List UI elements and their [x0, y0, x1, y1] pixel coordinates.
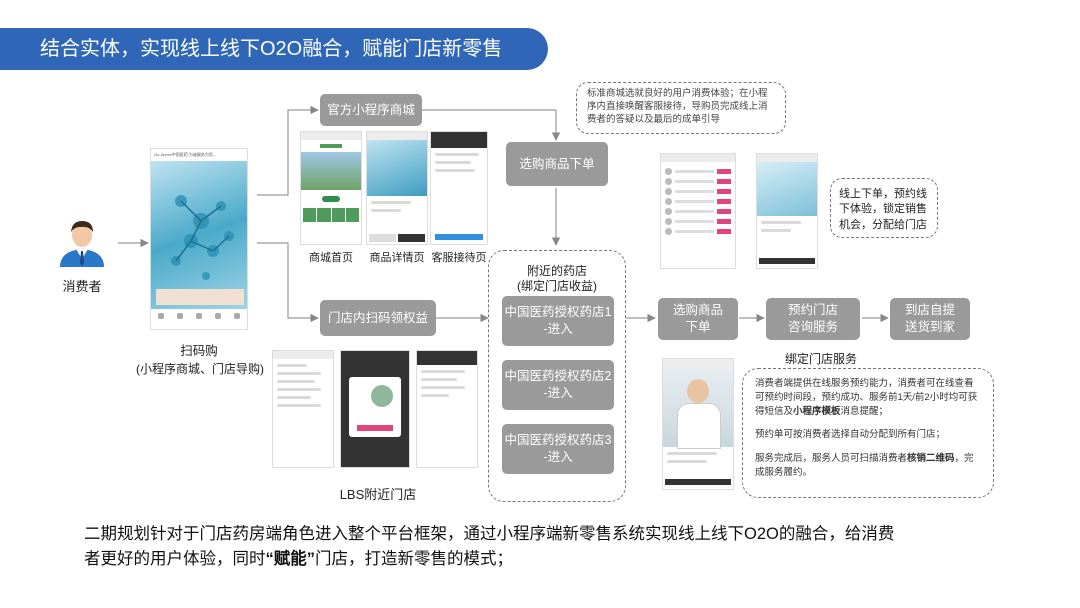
pickup-delivery-box: 到店自提 送货到家	[890, 298, 970, 340]
top-note: 标准商城选就良好的用户消费体验；在小程序内直接唤醒客服接待，导购员完成线上消费者…	[576, 82, 786, 134]
lbs-phone-3	[416, 350, 478, 468]
book-store-line2: 咨询服务	[787, 320, 838, 334]
header-banner: 结合实体，实现线上线下O2O融合，赋能门店新零售	[0, 28, 548, 70]
right-note: 线上下单，预约线下体验，锁定销售机会，分配给门店	[830, 178, 938, 238]
store-2-enter: -进入	[543, 386, 573, 400]
pickup-line2: 送货到家	[904, 320, 955, 334]
store-2-name: 中国医药授权药店2	[504, 369, 612, 384]
select-order-box-top: 选购商品下单	[506, 142, 608, 186]
pickup-line1: 到店自提	[904, 303, 955, 318]
scan-phone-banner-image	[151, 161, 247, 309]
summary-line2: 者更好的用户体验，同时“赋能”门店，打造新零售的模式；	[84, 550, 513, 568]
lbs-phone-2	[340, 350, 410, 468]
pharmacist-phone	[662, 358, 734, 490]
mall-home-caption: 商城首页	[309, 252, 353, 264]
booking-detail-phone	[756, 153, 818, 269]
select-order-line1: 选购商品	[672, 303, 723, 318]
mini-program-mall-box: 官方小程序商城	[320, 94, 422, 126]
book-store-box: 预约门店 咨询服务	[766, 298, 860, 340]
store-2-button[interactable]: 中国医药授权药店2 -进入	[502, 360, 614, 410]
customer-service-phone	[430, 131, 488, 245]
select-order-line2: 下单	[685, 320, 711, 334]
scan-phone-topbar: Go.Jinnxx中国医药 为诚服务为您...	[154, 152, 217, 157]
product-detail-phone	[366, 131, 428, 245]
consumer-label: 消费者	[62, 279, 102, 294]
mall-home-phone	[300, 131, 362, 245]
summary-line1: 二期规划针对于门店药房端角色进入整个平台框架，通过小程序端新零售系统实现线上线下…	[84, 525, 895, 543]
scan-phone-mockup: Go.Jinnxx中国医药 为诚服务为您...	[150, 148, 248, 330]
nearby-title: 附近的药店	[526, 264, 587, 278]
scan-phone-title: 扫码购	[180, 344, 218, 358]
service-note-p2: 预约单可按消费者选择自动分配到所有门店；	[755, 429, 946, 441]
store-1-button[interactable]: 中国医药授权药店1 -进入	[502, 296, 614, 346]
book-store-line1: 预约门店	[787, 303, 838, 318]
booking-list-phone	[660, 153, 736, 269]
lbs-caption: LBS附近门店	[339, 487, 417, 502]
scan-phone-subtitle: (小程序商城、门店导购)	[136, 362, 264, 376]
customer-service-caption: 客服接待页	[431, 252, 487, 264]
select-order-box: 选购商品 下单	[658, 298, 738, 340]
service-note-p1: 消费者端提供在线服务预约能力，消费者可在线查看可预约时间段，预约成功、服务前1天…	[755, 378, 978, 417]
store-1-name: 中国医药授权药店1	[504, 305, 612, 320]
store-3-button[interactable]: 中国医药授权药店3 -进入	[502, 424, 614, 474]
consumer-avatar-icon	[56, 215, 108, 267]
store-3-enter: -进入	[543, 450, 573, 464]
store-1-enter: -进入	[543, 322, 573, 336]
bind-store-label: 绑定门店服务	[784, 352, 857, 366]
lbs-phone-1	[272, 350, 334, 468]
store-scan-benefit-box: 门店内扫码领权益	[320, 300, 436, 336]
service-note: 消费者端提供在线服务预约能力，消费者可在线查看可预约时间段，预约成功、服务前1天…	[742, 368, 994, 498]
store-3-name: 中国医药授权药店3	[504, 433, 612, 448]
summary-paragraph: 二期规划针对于门店药房端角色进入整个平台框架，通过小程序端新零售系统实现线上线下…	[84, 522, 1004, 572]
nearby-subtitle: (绑定门店收益)	[517, 279, 597, 293]
service-note-p3: 服务完成后，服务人员可扫描消费者核销二维码，完成服务履约。	[755, 453, 974, 478]
product-detail-caption: 商品详情页	[369, 252, 425, 264]
